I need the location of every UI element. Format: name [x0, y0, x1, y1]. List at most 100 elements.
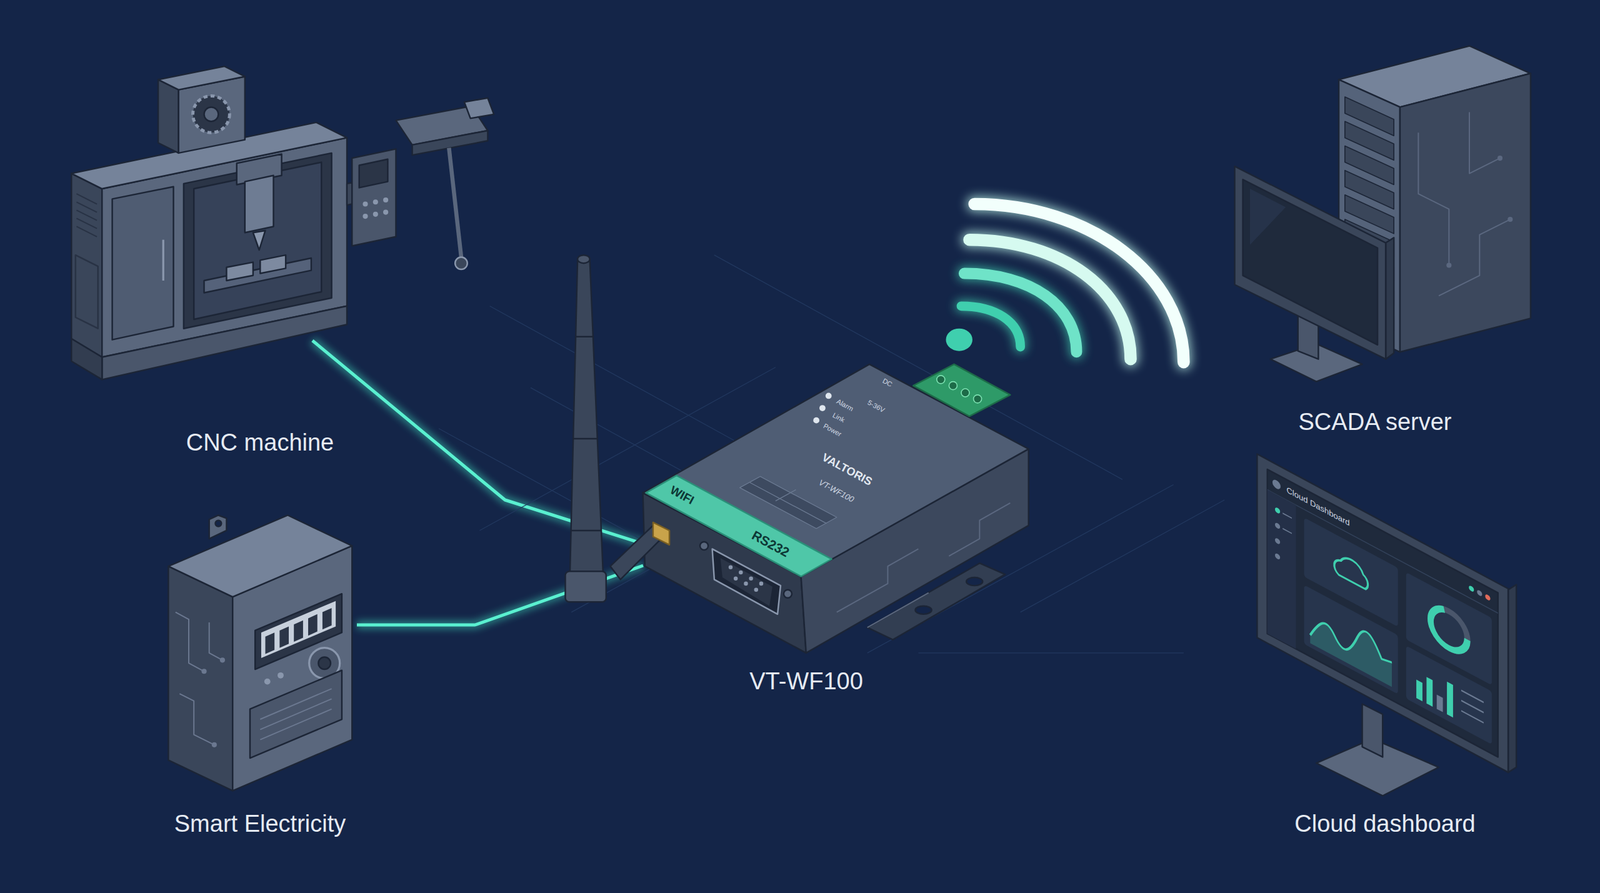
dashboard-monitor-part-part	[1310, 601, 1392, 687]
gateway-device-part	[700, 541, 709, 550]
illustration-node: CNC machine	[66, 51, 490, 341]
electricity-meter-part-part	[260, 709, 332, 740]
electricity-meter-part	[255, 593, 342, 670]
gateway-device-part-part	[819, 405, 826, 412]
cnc-machine-part-part	[76, 201, 97, 212]
gateway-device-part	[750, 482, 827, 524]
scada-server-part	[1385, 237, 1394, 359]
gateway-device-part	[571, 336, 601, 531]
dashboard-monitor-part-part	[1275, 506, 1280, 515]
part-label: WIFI	[667, 483, 696, 507]
gateway-device-part-part	[813, 417, 820, 424]
gateway-device-part-part	[948, 503, 1010, 557]
gateway-device-part	[565, 571, 606, 602]
cnc-machine-part-part	[373, 199, 379, 205]
gateway-device-part-part	[743, 581, 749, 587]
cnc-machine-part	[158, 79, 179, 154]
part-label: DC	[881, 376, 894, 389]
gateway-device-part-part	[738, 570, 744, 575]
node-label: SCADA server	[1298, 408, 1452, 437]
cnc-machine-part	[71, 338, 102, 380]
cnc-machine-part	[362, 197, 389, 219]
cnc-machine-part	[112, 186, 174, 340]
node-label: CNC machine	[186, 429, 335, 457]
scada-server-part-part	[1446, 262, 1452, 268]
scada-server-part-part	[1497, 155, 1503, 161]
scada-server-part	[1418, 112, 1510, 297]
gateway-device-part	[936, 375, 982, 404]
dashboard-monitor-part-part	[1461, 700, 1484, 713]
gateway-device-part	[913, 364, 1010, 417]
scada-server-part-part	[1418, 132, 1449, 265]
dashboard-monitor-part-part	[1468, 585, 1474, 594]
cnc-machine-part	[245, 175, 274, 233]
gateway-device-part-part	[948, 381, 957, 390]
cnc-machine-part	[158, 66, 245, 90]
dashboard-monitor-part-part	[1272, 478, 1281, 491]
cnc-machine-part	[183, 153, 332, 329]
cnc-machine-part	[193, 95, 230, 133]
scada-server-part-part	[1469, 112, 1500, 174]
electricity-meter-part	[264, 678, 271, 685]
electricity-meter-part	[201, 657, 225, 748]
electricity-meter	[168, 515, 352, 791]
dashboard-monitor-part	[1362, 704, 1384, 758]
part-label: RS232	[749, 528, 792, 560]
illustration-node: Smart Electricity	[163, 515, 357, 797]
dashboard-monitor-part-part	[1436, 695, 1444, 713]
floor-grid-part	[1020, 500, 1225, 613]
electricity-meter-part-part	[308, 614, 318, 636]
cnc-machine-part-part	[373, 211, 379, 217]
cnc-machine-part-part	[76, 226, 97, 237]
illustration-node: SCADA server	[1235, 45, 1532, 378]
electricity-meter-part-part	[209, 622, 223, 660]
cnc-machine-part	[193, 162, 322, 320]
dashboard-monitor-part	[1256, 454, 1509, 773]
cnc-machine-part	[76, 193, 97, 237]
electricity-meter-part-part	[279, 626, 289, 648]
part-label: Link	[831, 411, 847, 424]
floor-grid-part	[438, 428, 654, 547]
dashboard-monitor-part-part	[1282, 528, 1292, 534]
electricity-meter-part-part	[220, 657, 225, 663]
gateway-device-part-part	[728, 565, 734, 570]
dashboard-monitor-part-part	[1461, 690, 1484, 703]
electricity-meter-part-part	[201, 668, 207, 674]
gateway-device-part	[915, 606, 932, 615]
dashboard-monitor-part-part	[1430, 601, 1468, 659]
scada-server-part-part	[1507, 216, 1513, 222]
cnc-machine-part	[464, 98, 494, 119]
scada-server-part	[1250, 188, 1286, 245]
node-label: Cloud dashboard	[1294, 810, 1475, 839]
electricity-meter-part	[277, 672, 284, 679]
electricity-meter-part	[215, 520, 222, 527]
gateway-device-part	[653, 522, 670, 545]
cnc-machine-part-part	[76, 193, 97, 204]
electricity-meter-part	[175, 612, 223, 745]
cnc-machine-part-part	[76, 218, 97, 229]
gateway-device-part-part	[754, 587, 759, 592]
electricity-meter-part	[250, 670, 342, 759]
gateway-device-part	[813, 393, 832, 424]
gateway-device-part	[728, 565, 764, 592]
gateway-device-part-part	[775, 490, 797, 502]
dashboard-monitor-part-part	[1426, 676, 1433, 707]
part-label: Power	[821, 421, 843, 438]
illustration-node: VT-WF100	[643, 362, 1031, 654]
gateway-device-part	[643, 364, 1029, 577]
cnc-machine-part	[226, 262, 253, 281]
signal-line-stroke	[356, 565, 644, 625]
dashboard-monitor-part-part	[1282, 513, 1292, 519]
gateway-device-part-part	[573, 438, 599, 440]
gateway-device-part	[577, 255, 590, 264]
scada-server-part	[1243, 179, 1379, 345]
gateway-device-part-part	[748, 576, 754, 581]
floor-grid	[438, 255, 1225, 654]
gateway-device-part-part	[759, 581, 764, 587]
cnc-machine-part-part	[362, 201, 368, 207]
cnc-machine-part-part	[362, 213, 368, 219]
dashboard-monitor-part	[1267, 469, 1499, 757]
gateway-device-part	[836, 503, 1011, 628]
gateway-device-part	[720, 558, 773, 607]
